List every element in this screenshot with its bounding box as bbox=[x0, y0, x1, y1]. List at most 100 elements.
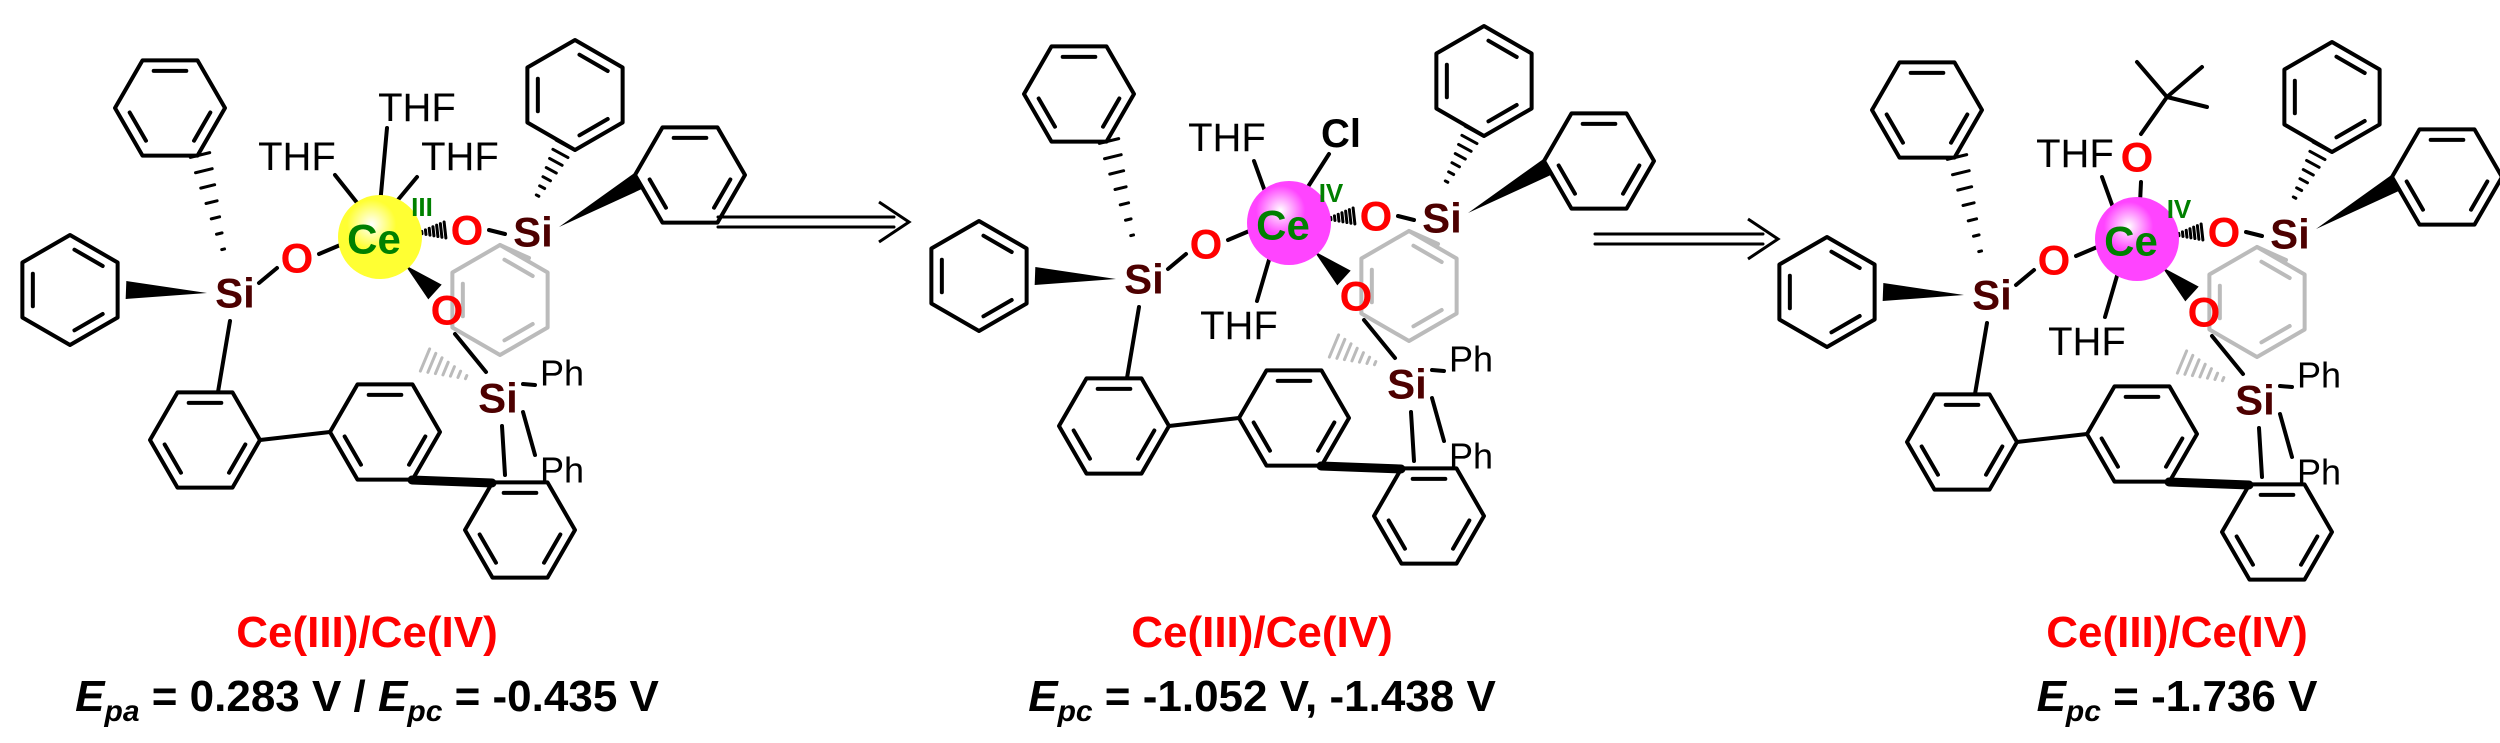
phenyl-label: Ph bbox=[540, 353, 584, 394]
oxidation-state-label: IV bbox=[2167, 194, 2192, 224]
bond bbox=[1973, 321, 1989, 396]
ring-double-bond bbox=[1101, 96, 1122, 129]
bond bbox=[2278, 412, 2294, 459]
bond bbox=[2278, 384, 2294, 389]
bond bbox=[521, 410, 537, 457]
ring-double-bond bbox=[1884, 112, 1905, 145]
redox-couple-label-3: Ce(III)/Ce(IV) bbox=[2046, 608, 2308, 657]
ring-double-bond bbox=[502, 322, 535, 343]
hash-bond bbox=[1457, 142, 1473, 153]
hash-bond bbox=[1357, 351, 1365, 364]
ring-double-bond bbox=[127, 110, 148, 143]
ring-double-bond bbox=[1136, 428, 1157, 461]
hash-bond bbox=[426, 351, 438, 374]
ring-double-bond bbox=[407, 434, 428, 467]
hash-bond bbox=[463, 374, 469, 381]
hash-bond bbox=[1118, 201, 1131, 207]
ring-double-bond bbox=[1621, 163, 1642, 196]
phenyl-ring bbox=[1022, 44, 1136, 144]
ring-double-bond bbox=[2334, 119, 2367, 140]
ring-double-bond bbox=[2469, 179, 2490, 212]
ring-double-bond bbox=[2164, 436, 2185, 469]
hash-bond bbox=[2180, 230, 2185, 238]
bond bbox=[378, 126, 389, 207]
hash-bond bbox=[1344, 209, 1349, 225]
phenyl-ring bbox=[2390, 127, 2500, 227]
oxygen-label: O bbox=[2121, 134, 2154, 181]
wedge-bond bbox=[559, 172, 645, 227]
hash-bond bbox=[204, 199, 219, 206]
hash-bond bbox=[544, 166, 558, 175]
ring-double-bond bbox=[477, 532, 498, 565]
thf-label: THF bbox=[2048, 320, 2126, 364]
thf-label: THF bbox=[378, 86, 456, 130]
ring-double-bond bbox=[1386, 518, 1407, 551]
hash-bond bbox=[1108, 169, 1126, 176]
ring-double-bond bbox=[192, 110, 213, 143]
bond bbox=[1430, 396, 1446, 443]
hash-bond bbox=[1460, 133, 1479, 146]
hash-bond bbox=[2205, 367, 2213, 380]
biphenyl-ring bbox=[1905, 392, 2019, 492]
silicon-label: Si bbox=[513, 209, 553, 256]
hash-bond bbox=[1972, 233, 1981, 238]
bond bbox=[2244, 230, 2264, 238]
biphenyl-ring bbox=[2085, 384, 2199, 484]
phenyl-label: Ph bbox=[1449, 436, 1493, 477]
e-symbol: E bbox=[378, 672, 408, 721]
ring-double-bond bbox=[981, 298, 1014, 319]
ring-double-bond bbox=[1984, 444, 2005, 477]
hash-bond bbox=[418, 347, 432, 373]
ring-double-bond bbox=[1486, 103, 1519, 124]
hash-bond bbox=[215, 231, 224, 236]
silicon-label: Si bbox=[1972, 272, 2012, 319]
ring-double-bond bbox=[712, 177, 733, 210]
silicon-label: Si bbox=[478, 375, 518, 422]
hash-bond bbox=[1450, 161, 1461, 169]
phenyl-ring bbox=[525, 38, 625, 152]
oxygen-label: O bbox=[1340, 273, 1373, 320]
hash-bond bbox=[2175, 349, 2189, 375]
ring-double-bond bbox=[1036, 96, 1057, 129]
hash-bond bbox=[2301, 168, 2315, 177]
oxygen-label: O bbox=[431, 287, 464, 334]
ring-double-bond bbox=[1251, 420, 1272, 453]
hash-bond bbox=[1443, 179, 1450, 184]
oxygen-label: O bbox=[1190, 221, 1223, 268]
bond bbox=[1167, 416, 1241, 428]
hash-bond bbox=[2198, 362, 2207, 379]
bond bbox=[2165, 65, 2204, 99]
ring-double-bond bbox=[577, 52, 610, 73]
ring-double-bond bbox=[577, 117, 610, 138]
silicon-label: Si bbox=[1124, 256, 1164, 303]
hash-bond bbox=[1372, 360, 1378, 367]
arrow-head bbox=[878, 200, 912, 244]
wedge-bond bbox=[405, 265, 442, 300]
biphenyl-ring bbox=[328, 382, 442, 482]
thf-label: THF bbox=[1188, 116, 1266, 160]
e-symbol: E bbox=[75, 672, 105, 721]
wedge-bond bbox=[1314, 251, 1351, 286]
bond bbox=[1166, 252, 1188, 271]
wedge-bond bbox=[2316, 174, 2402, 229]
bond bbox=[453, 332, 488, 374]
biphenyl-ring bbox=[1372, 466, 1486, 566]
hash-bond bbox=[199, 183, 217, 190]
bond bbox=[1409, 410, 1416, 463]
bond bbox=[1430, 368, 1446, 373]
bond bbox=[216, 319, 232, 394]
silicon-label: Si bbox=[215, 270, 255, 317]
hash-bond bbox=[1945, 153, 1969, 161]
hash-bond bbox=[1956, 185, 1974, 192]
subscript: pc bbox=[407, 694, 443, 728]
redox-couple-label-2: Ce(III)/Ce(IV) bbox=[1131, 608, 1393, 657]
ring-double-bond bbox=[542, 532, 563, 565]
hash-bond bbox=[441, 360, 450, 377]
hash-bond bbox=[1335, 337, 1347, 360]
hash-bond bbox=[1097, 137, 1121, 145]
bond bbox=[1316, 461, 1406, 474]
bond bbox=[1362, 318, 1397, 360]
hash-bond bbox=[551, 147, 570, 160]
cerium-sphere bbox=[338, 195, 422, 279]
